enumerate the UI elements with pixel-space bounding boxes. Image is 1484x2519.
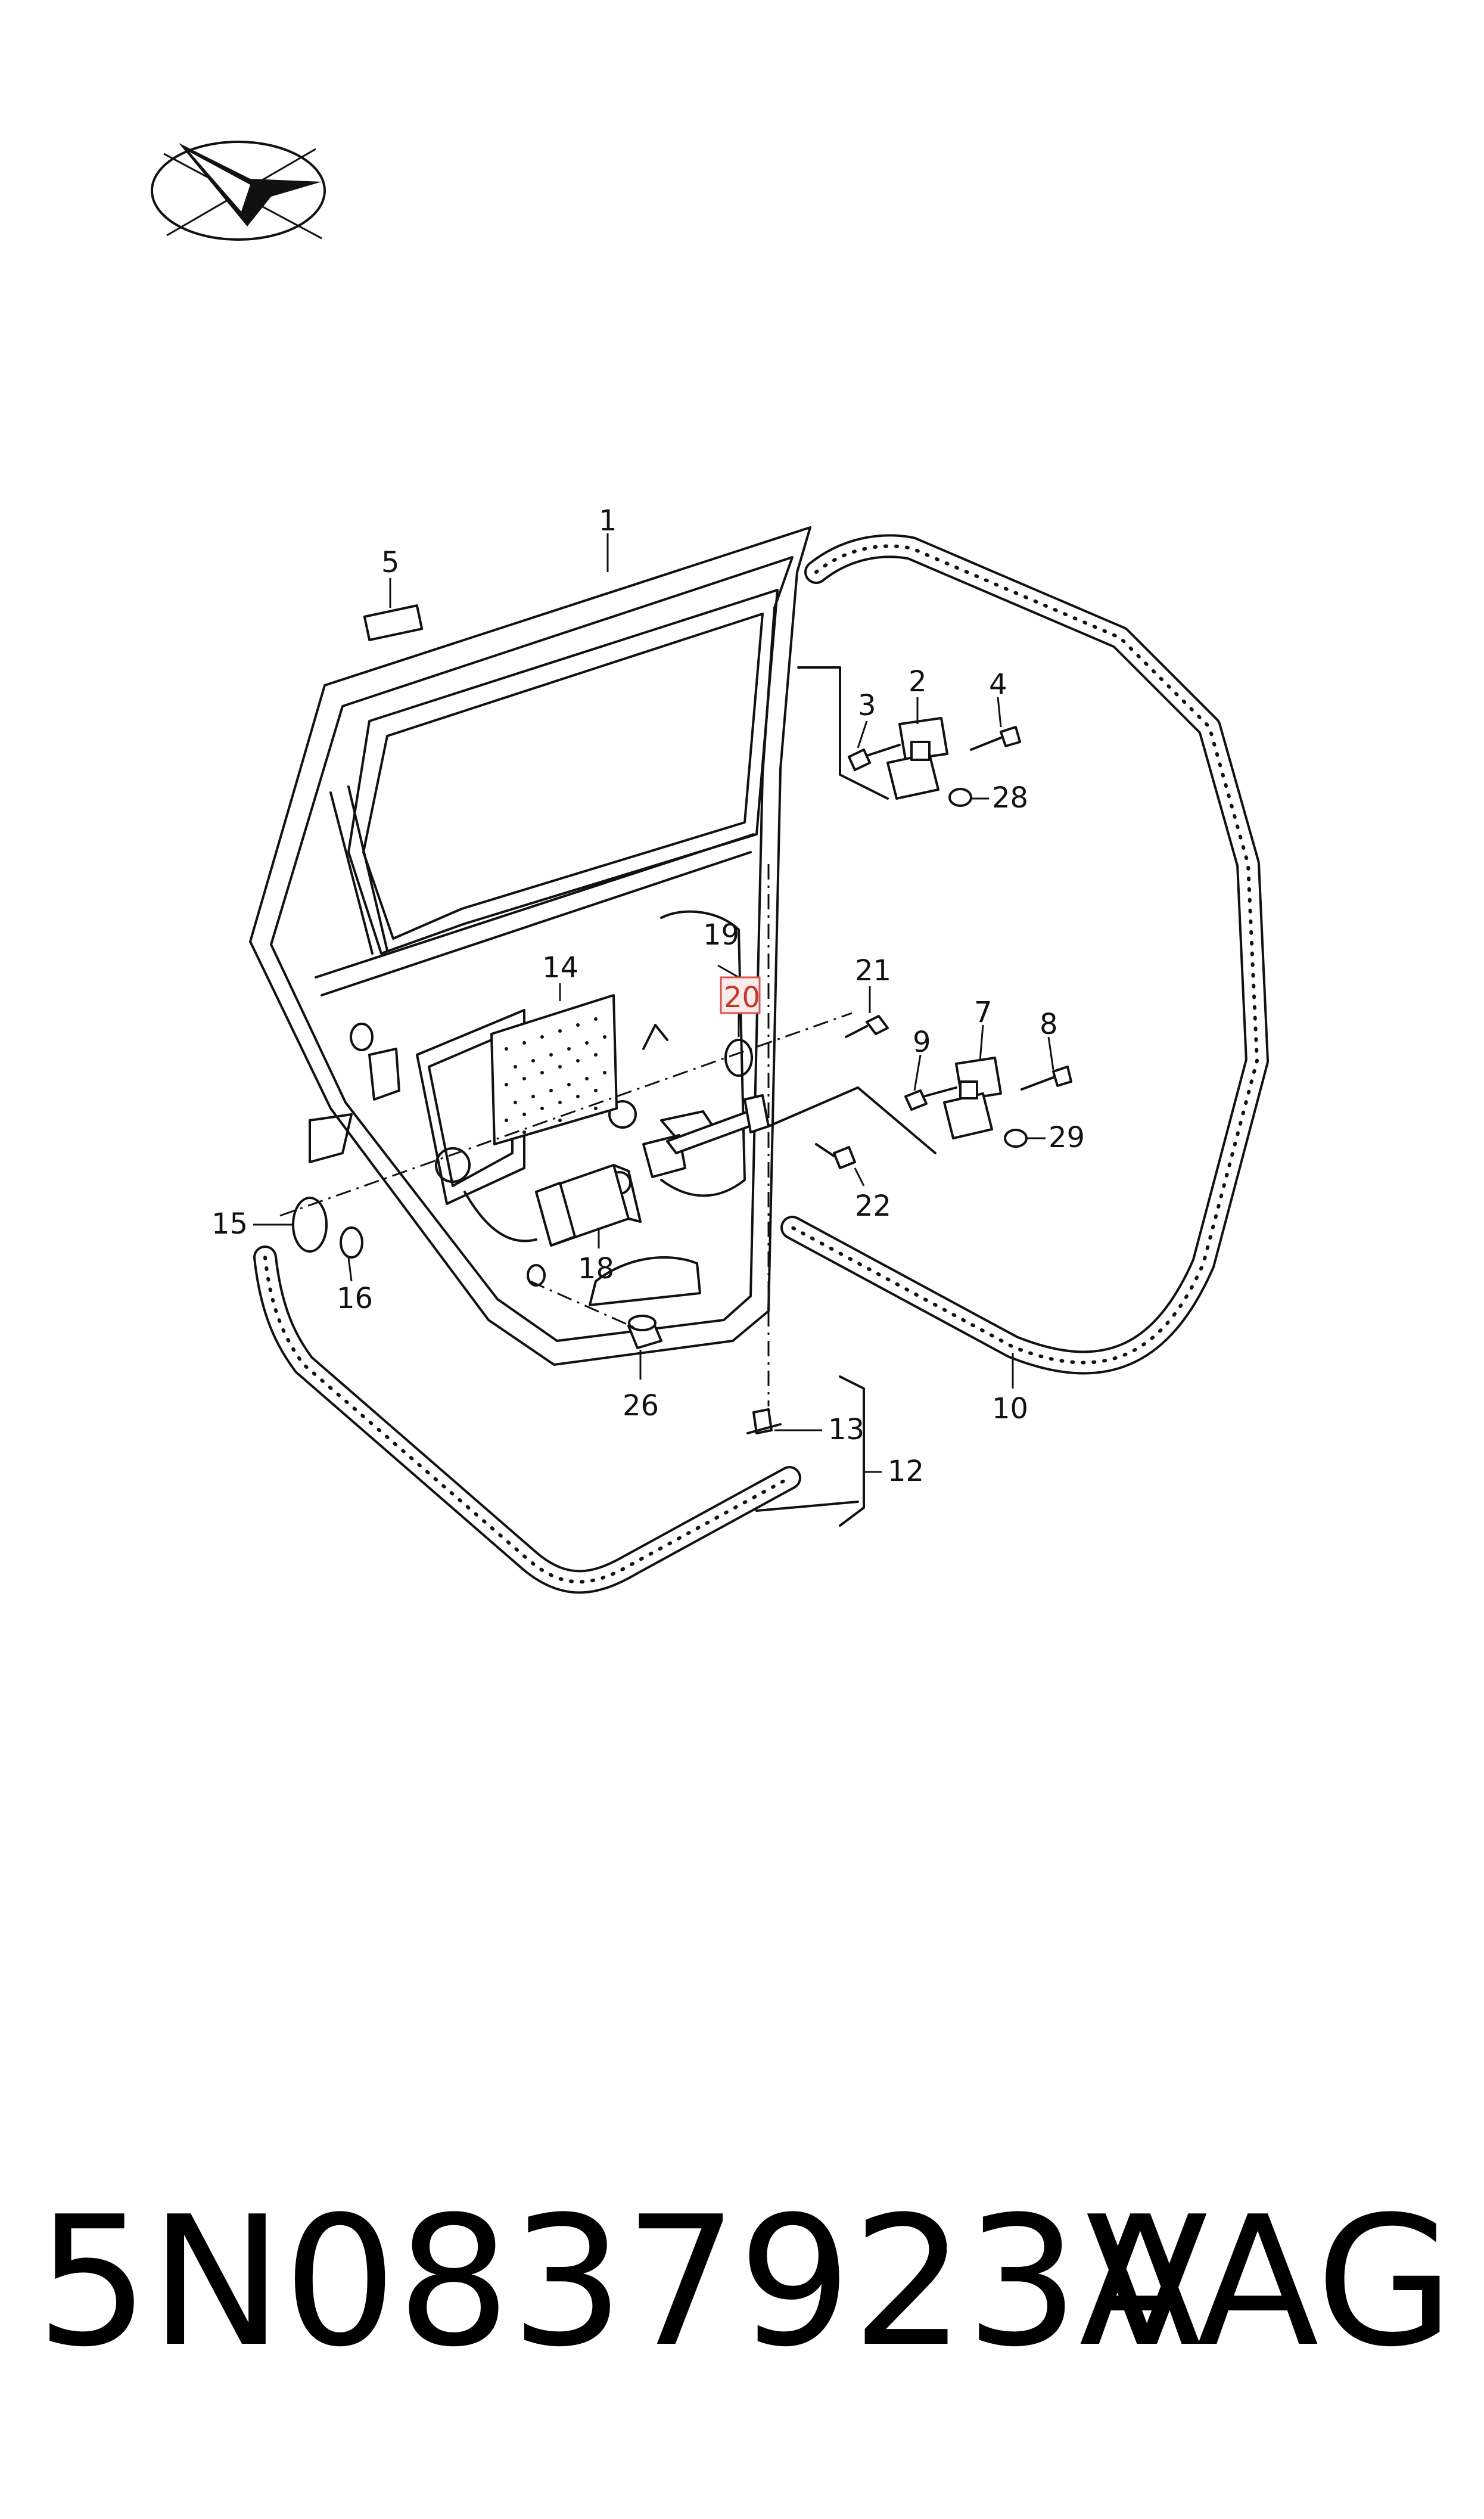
screw-21 <box>845 1015 889 1038</box>
label-sticker <box>363 604 424 641</box>
brand-name: VAG <box>1085 2178 1454 2386</box>
callout-13: 13 <box>828 1413 864 1446</box>
callout-16: 16 <box>337 1282 373 1315</box>
bolt-4 <box>970 726 1021 751</box>
screw-22 <box>815 1143 856 1169</box>
callout-5: 5 <box>381 546 400 579</box>
callout-26: 26 <box>623 1389 659 1422</box>
insulation-pad <box>490 994 618 1145</box>
callout-12: 12 <box>888 1455 924 1488</box>
callout-14: 14 <box>542 951 578 984</box>
bolt-8 <box>1021 1066 1072 1091</box>
callout-10: 10 <box>992 1392 1028 1425</box>
callout-8: 8 <box>1040 1008 1058 1041</box>
door-seal-lower <box>253 1245 801 1594</box>
hinge-lower <box>767 1057 1002 1154</box>
leader-lines <box>253 533 1054 1473</box>
door-check-strap <box>642 1024 770 1178</box>
highlight-box-20[interactable] <box>720 976 761 1014</box>
callout-18: 18 <box>578 1252 614 1285</box>
callout-9: 9 <box>913 1026 931 1059</box>
bolt-9 <box>904 1086 957 1111</box>
callout-1: 1 <box>599 504 617 538</box>
callout-21: 21 <box>855 954 891 987</box>
callout-28: 28 <box>992 781 1028 815</box>
callout-22: 22 <box>855 1189 891 1223</box>
callout-20[interactable]: 20 <box>724 981 760 1014</box>
callout-3: 3 <box>858 689 876 722</box>
nut-28 <box>948 788 972 807</box>
plug-16 <box>340 1226 363 1259</box>
hinge-upper <box>797 666 948 800</box>
bolt-3 <box>848 744 901 771</box>
callout-19: 19 <box>703 918 739 952</box>
callout-7: 7 <box>974 996 993 1029</box>
callout-4: 4 <box>989 668 1007 701</box>
clip-13 <box>746 1408 782 1434</box>
door-shell <box>249 526 811 1366</box>
nut-29 <box>1004 1129 1028 1148</box>
grommet-26 <box>627 1315 662 1349</box>
exploded-parts-diagram: 1 2 3 4 5 7 8 9 10 12 13 14 15 16 18 19 … <box>151 141 1269 1594</box>
control-module <box>535 1164 642 1247</box>
door-seal-outer <box>780 534 1269 1375</box>
plug-15 <box>292 1197 328 1253</box>
callout-2: 2 <box>909 665 927 698</box>
part-number: 5N0837923A <box>36 2178 1202 2386</box>
callout-15: 15 <box>211 1207 248 1241</box>
direction-arrow-icon <box>151 141 326 241</box>
callout-labels: 1 2 3 4 5 7 8 9 10 12 13 14 15 16 18 19 … <box>211 504 1085 1488</box>
callout-29: 29 <box>1049 1121 1085 1154</box>
